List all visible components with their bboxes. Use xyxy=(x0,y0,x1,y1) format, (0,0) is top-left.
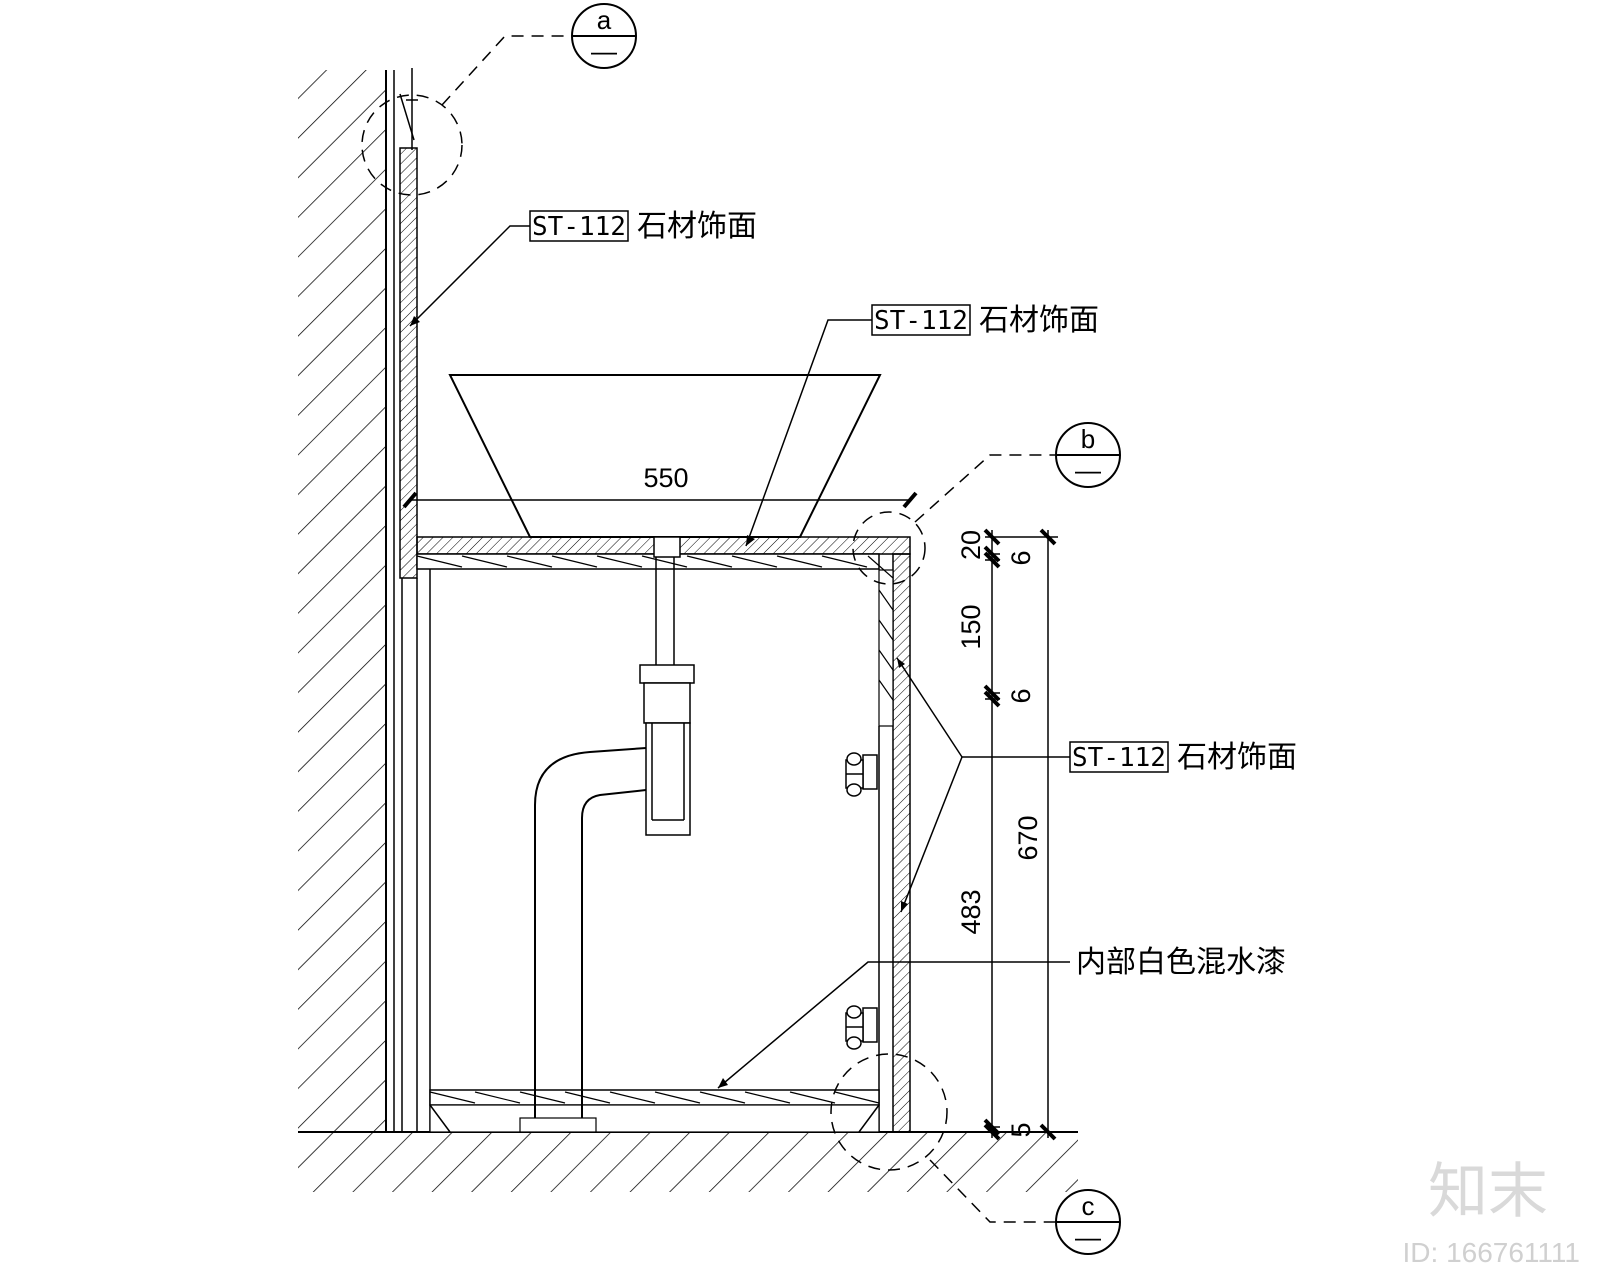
wall-stone-finish xyxy=(399,147,418,1132)
callout-wall-finish-text: 石材饰面 xyxy=(637,209,757,244)
callout-counter-top-text: 石材饰面 xyxy=(979,303,1099,338)
dimension-right-chain-3: 6 xyxy=(1006,688,1036,703)
dimension-right-chain: 20 6 150 6 483 5 xyxy=(956,528,1036,1141)
detail-b: b — xyxy=(852,422,1121,585)
callout-interior-text: 内部白色混水漆 xyxy=(1076,945,1286,980)
vessel-basin xyxy=(448,374,882,538)
drain-trap xyxy=(534,536,695,1118)
dimension-top-width-value: 550 xyxy=(643,463,688,493)
dimension-right-chain-4: 483 xyxy=(956,889,986,934)
detail-bubble-b-letter: b xyxy=(1081,424,1095,454)
callout-wall-finish: ST-112 石材饰面 xyxy=(409,209,757,327)
wall-section xyxy=(298,68,418,1132)
cabinet-side-panel xyxy=(867,553,911,1133)
callout-cabinet-side-code: ST-112 xyxy=(1072,743,1166,773)
watermark-logo: 知末 xyxy=(1428,1157,1548,1227)
floor-section xyxy=(298,1131,1078,1192)
callout-interior: 内部白色混水漆 xyxy=(717,945,1286,1089)
detail-bubble-c-letter: c xyxy=(1082,1191,1095,1221)
dimension-right-chain-1: 6 xyxy=(1006,550,1036,565)
detail-a: a — xyxy=(361,3,637,196)
dimension-right-outer-value: 670 xyxy=(1013,815,1043,860)
watermark-id: ID: 166761111 xyxy=(1403,1237,1580,1268)
hinge-upper xyxy=(845,752,878,797)
callout-cabinet-side-text: 石材饰面 xyxy=(1177,740,1297,775)
detail-bubble-b-bottom: — xyxy=(1075,455,1101,485)
callout-counter-top: ST-112 石材饰面 xyxy=(745,303,1099,547)
callout-counter-top-code: ST-112 xyxy=(874,306,968,336)
detail-c: c — xyxy=(830,1053,1121,1255)
watermark: 知末 ID: 166761111 xyxy=(1403,1157,1580,1268)
detail-bubble-c-bottom: — xyxy=(1075,1222,1101,1252)
callout-wall-finish-code: ST-112 xyxy=(532,212,626,242)
bottom-shelf xyxy=(429,1089,880,1133)
dimension-right-chain-0: 20 xyxy=(956,530,986,560)
dimension-right-chain-5: 5 xyxy=(1006,1122,1036,1137)
dimension-top-width: 550 xyxy=(402,463,918,509)
detail-bubble-a-letter: a xyxy=(597,5,612,35)
dimension-right-chain-2: 150 xyxy=(956,604,986,649)
hinge-lower xyxy=(845,1005,878,1050)
callout-cabinet-side: ST-112 石材饰面 xyxy=(896,657,1297,913)
detail-bubble-a-bottom: — xyxy=(591,36,617,66)
dimension-right-outer: 670 xyxy=(985,528,1058,1141)
